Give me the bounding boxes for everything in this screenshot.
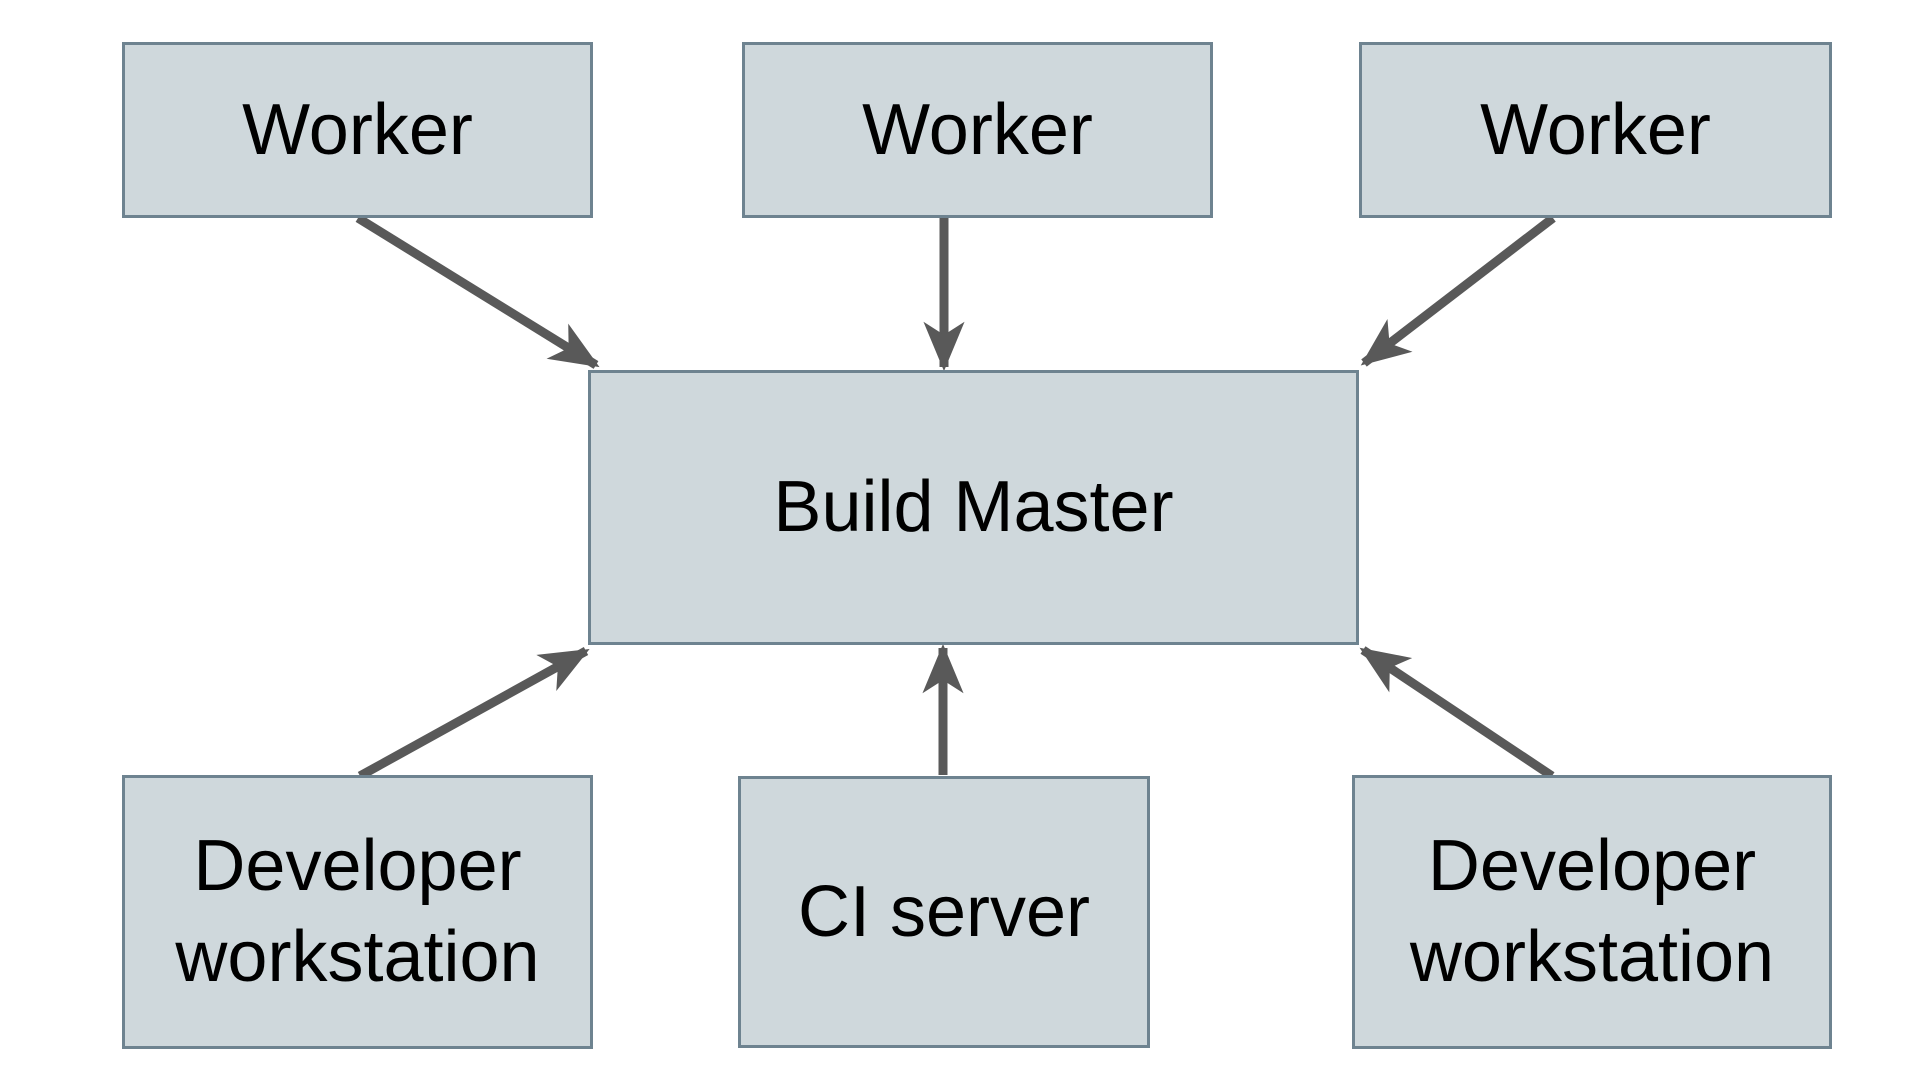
edge-worker1-to-buildmaster bbox=[355, 214, 600, 369]
node-worker-3: Worker bbox=[1359, 42, 1832, 218]
edge-devws2-to-buildmaster bbox=[1359, 646, 1555, 780]
node-build-master-label: Build Master bbox=[773, 467, 1174, 548]
node-developer-workstation-2-label: Developer workstation bbox=[1409, 826, 1775, 997]
node-worker-2-label: Worker bbox=[862, 89, 1093, 170]
edge-worker3-to-buildmaster bbox=[1360, 214, 1556, 367]
node-worker-3-label: Worker bbox=[1480, 89, 1711, 170]
edge-devws1-to-buildmaster bbox=[357, 647, 590, 780]
node-build-master: Build Master bbox=[588, 370, 1359, 645]
node-worker-1-label: Worker bbox=[242, 89, 473, 170]
node-worker-1: Worker bbox=[122, 42, 593, 218]
node-developer-workstation-1-label: Developer workstation bbox=[175, 826, 540, 997]
node-ci-server-label: CI server bbox=[797, 871, 1091, 952]
node-developer-workstation-1: Developer workstation bbox=[122, 775, 593, 1049]
node-ci-server: CI server bbox=[738, 776, 1150, 1048]
node-developer-workstation-2: Developer workstation bbox=[1352, 775, 1832, 1049]
node-worker-2: Worker bbox=[742, 42, 1213, 218]
